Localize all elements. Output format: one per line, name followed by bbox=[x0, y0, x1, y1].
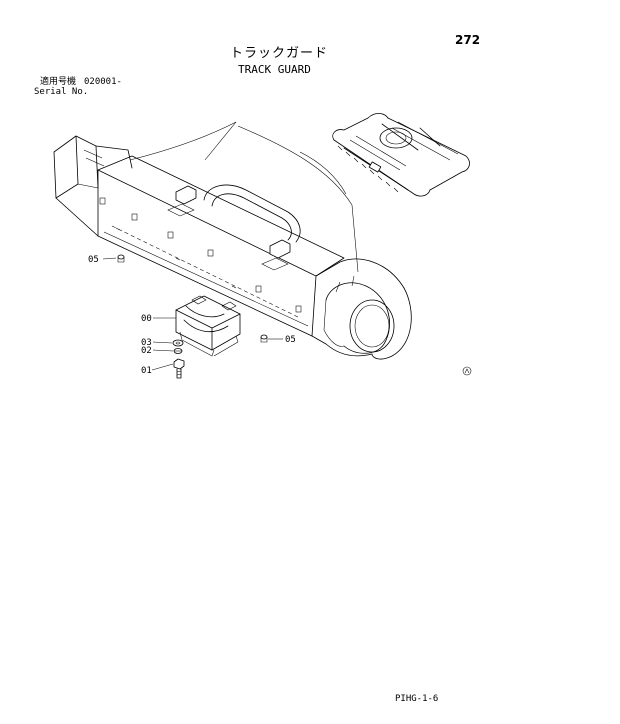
serial-code: 020001- bbox=[84, 77, 122, 87]
fasteners bbox=[117, 254, 268, 379]
track-frame bbox=[53, 121, 412, 360]
title-japanese: トラックガード bbox=[230, 46, 329, 61]
washer-icon bbox=[172, 339, 184, 347]
washer-icon bbox=[117, 254, 125, 263]
washer-icon bbox=[173, 348, 183, 354]
inset-track-frame-view bbox=[332, 113, 470, 197]
callout-leaders bbox=[102, 257, 283, 371]
title-english: TRACK GUARD bbox=[238, 63, 311, 76]
footer-code: PIHG-1-6 bbox=[395, 694, 439, 704]
washer-icon bbox=[260, 334, 268, 343]
serial-label-japanese: 適用号機 bbox=[40, 77, 77, 87]
page-number: 272 bbox=[455, 33, 481, 47]
callout-00: 00 bbox=[141, 314, 152, 324]
callout-05-left: 05 bbox=[88, 255, 99, 265]
callout-02: 02 bbox=[141, 346, 152, 356]
callout-03: 03 bbox=[141, 338, 152, 348]
callout-01: 01 bbox=[141, 366, 152, 376]
bolt-icon bbox=[173, 358, 185, 379]
serial-label-english: Serial No. bbox=[34, 87, 89, 97]
track-guard-part bbox=[175, 295, 241, 357]
small-circle-mark-icon bbox=[462, 366, 472, 376]
callout-05-right: 05 bbox=[285, 335, 296, 345]
